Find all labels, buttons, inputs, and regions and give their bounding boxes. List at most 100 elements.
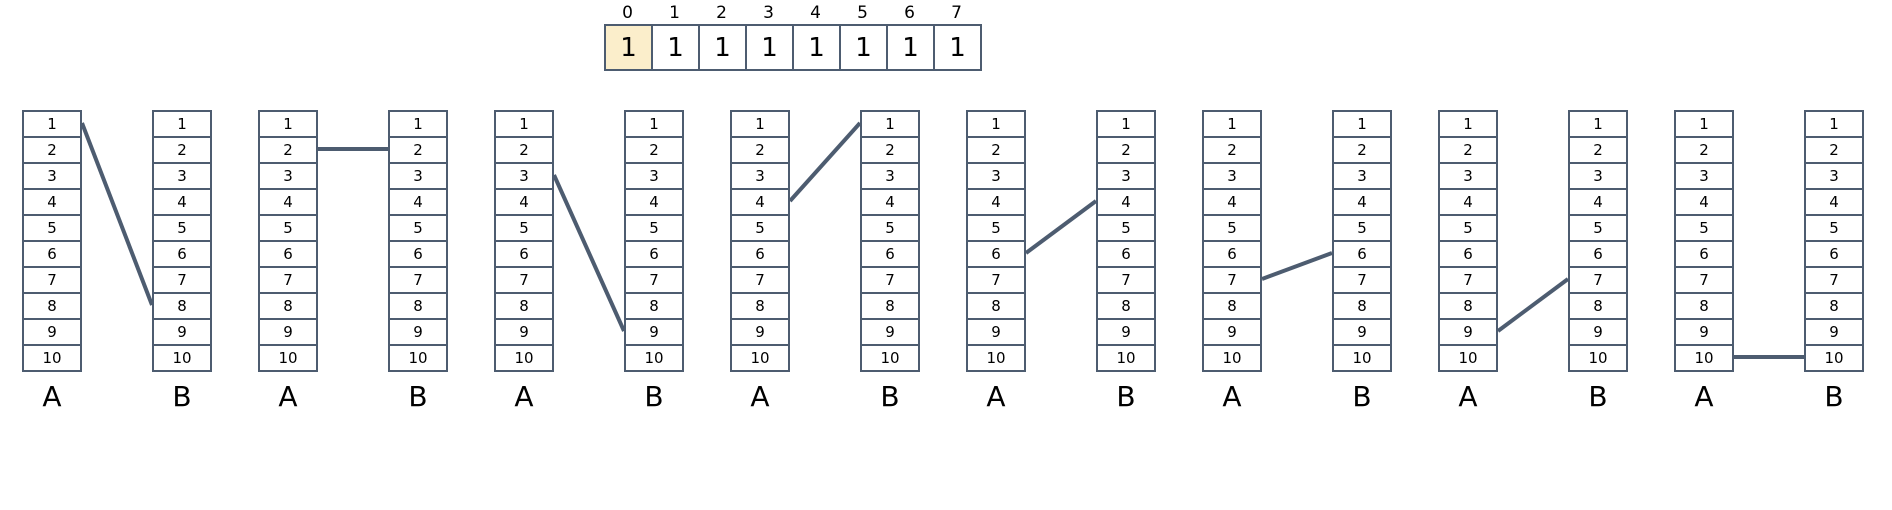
- stack-cell[interactable]: 5: [260, 216, 316, 242]
- stack-cell[interactable]: 7: [1204, 268, 1260, 294]
- stack-cell[interactable]: 4: [390, 190, 446, 216]
- stack-cell[interactable]: 3: [1806, 164, 1862, 190]
- stack-cell[interactable]: 3: [1570, 164, 1626, 190]
- stack-cell[interactable]: 8: [626, 294, 682, 320]
- stack-cell[interactable]: 9: [968, 320, 1024, 346]
- stack-cell[interactable]: 7: [732, 268, 788, 294]
- stack-cell[interactable]: 4: [626, 190, 682, 216]
- stack-cell[interactable]: 2: [1334, 138, 1390, 164]
- stack-cell[interactable]: 3: [390, 164, 446, 190]
- index-cell-4[interactable]: 1: [794, 26, 841, 69]
- stack-cell[interactable]: 2: [1806, 138, 1862, 164]
- index-cell-5[interactable]: 1: [841, 26, 888, 69]
- stack-cell[interactable]: 1: [260, 112, 316, 138]
- stack-cell[interactable]: 8: [1806, 294, 1862, 320]
- stack-cell[interactable]: 6: [732, 242, 788, 268]
- stack-cell[interactable]: 5: [390, 216, 446, 242]
- stack-cell[interactable]: 5: [862, 216, 918, 242]
- stack-cell[interactable]: 7: [626, 268, 682, 294]
- stack-cell[interactable]: 3: [1334, 164, 1390, 190]
- stack-cell[interactable]: 9: [1098, 320, 1154, 346]
- stack-cell[interactable]: 5: [1806, 216, 1862, 242]
- stack-cell[interactable]: 6: [1570, 242, 1626, 268]
- stack-cell[interactable]: 7: [1676, 268, 1732, 294]
- stack-cell[interactable]: 10: [496, 346, 552, 372]
- stack-cell[interactable]: 1: [968, 112, 1024, 138]
- stack-cell[interactable]: 5: [1570, 216, 1626, 242]
- stack-cell[interactable]: 6: [1098, 242, 1154, 268]
- stack-cell[interactable]: 7: [1098, 268, 1154, 294]
- stack-cell[interactable]: 1: [862, 112, 918, 138]
- stack-cell[interactable]: 10: [626, 346, 682, 372]
- stack-cell[interactable]: 1: [732, 112, 788, 138]
- stack-cell[interactable]: 1: [496, 112, 552, 138]
- stack-cell[interactable]: 7: [1334, 268, 1390, 294]
- stack-cell[interactable]: 1: [1098, 112, 1154, 138]
- stack-cell[interactable]: 3: [1204, 164, 1260, 190]
- stack-cell[interactable]: 6: [626, 242, 682, 268]
- stack-cell[interactable]: 8: [862, 294, 918, 320]
- stack-cell[interactable]: 2: [260, 138, 316, 164]
- stack-cell[interactable]: 8: [1440, 294, 1496, 320]
- stack-cell[interactable]: 4: [1806, 190, 1862, 216]
- stack-cell[interactable]: 10: [1098, 346, 1154, 372]
- stack-cell[interactable]: 10: [24, 346, 80, 372]
- stack-cell[interactable]: 3: [496, 164, 552, 190]
- index-cell-6[interactable]: 1: [888, 26, 935, 69]
- stack-cell[interactable]: 4: [260, 190, 316, 216]
- stack-cell[interactable]: 2: [968, 138, 1024, 164]
- stack-cell[interactable]: 7: [390, 268, 446, 294]
- stack-cell[interactable]: 6: [1806, 242, 1862, 268]
- stack-cell[interactable]: 2: [862, 138, 918, 164]
- stack-cell[interactable]: 7: [24, 268, 80, 294]
- stack-cell[interactable]: 4: [968, 190, 1024, 216]
- stack-cell[interactable]: 9: [1440, 320, 1496, 346]
- stack-cell[interactable]: 10: [260, 346, 316, 372]
- stack-cell[interactable]: 6: [1440, 242, 1496, 268]
- stack-cell[interactable]: 8: [1204, 294, 1260, 320]
- stack-cell[interactable]: 5: [1440, 216, 1496, 242]
- stack-cell[interactable]: 10: [154, 346, 210, 372]
- stack-cell[interactable]: 7: [496, 268, 552, 294]
- stack-cell[interactable]: 4: [24, 190, 80, 216]
- stack-cell[interactable]: 5: [1334, 216, 1390, 242]
- stack-cell[interactable]: 6: [862, 242, 918, 268]
- stack-cell[interactable]: 1: [154, 112, 210, 138]
- stack-cell[interactable]: 4: [1098, 190, 1154, 216]
- stack-cell[interactable]: 10: [1676, 346, 1732, 372]
- stack-cell[interactable]: 6: [154, 242, 210, 268]
- stack-cell[interactable]: 6: [496, 242, 552, 268]
- stack-cell[interactable]: 8: [154, 294, 210, 320]
- stack-cell[interactable]: 3: [626, 164, 682, 190]
- stack-cell[interactable]: 2: [1570, 138, 1626, 164]
- stack-cell[interactable]: 9: [1676, 320, 1732, 346]
- stack-cell[interactable]: 1: [390, 112, 446, 138]
- stack-cell[interactable]: 5: [1098, 216, 1154, 242]
- stack-cell[interactable]: 6: [968, 242, 1024, 268]
- stack-cell[interactable]: 4: [1204, 190, 1260, 216]
- stack-cell[interactable]: 8: [24, 294, 80, 320]
- stack-cell[interactable]: 10: [1570, 346, 1626, 372]
- stack-cell[interactable]: 5: [24, 216, 80, 242]
- stack-cell[interactable]: 9: [1806, 320, 1862, 346]
- stack-cell[interactable]: 3: [154, 164, 210, 190]
- stack-cell[interactable]: 10: [862, 346, 918, 372]
- stack-cell[interactable]: 9: [1204, 320, 1260, 346]
- stack-cell[interactable]: 2: [732, 138, 788, 164]
- index-cell-7[interactable]: 1: [935, 26, 982, 69]
- stack-cell[interactable]: 5: [968, 216, 1024, 242]
- stack-cell[interactable]: 2: [1098, 138, 1154, 164]
- stack-cell[interactable]: 7: [1440, 268, 1496, 294]
- stack-cell[interactable]: 4: [1334, 190, 1390, 216]
- stack-cell[interactable]: 10: [968, 346, 1024, 372]
- index-cell-2[interactable]: 1: [700, 26, 747, 69]
- stack-cell[interactable]: 1: [626, 112, 682, 138]
- index-cell-3[interactable]: 1: [747, 26, 794, 69]
- stack-cell[interactable]: 2: [1440, 138, 1496, 164]
- stack-cell[interactable]: 3: [732, 164, 788, 190]
- stack-cell[interactable]: 8: [496, 294, 552, 320]
- stack-cell[interactable]: 1: [1334, 112, 1390, 138]
- stack-cell[interactable]: 4: [496, 190, 552, 216]
- stack-cell[interactable]: 10: [390, 346, 446, 372]
- stack-cell[interactable]: 3: [968, 164, 1024, 190]
